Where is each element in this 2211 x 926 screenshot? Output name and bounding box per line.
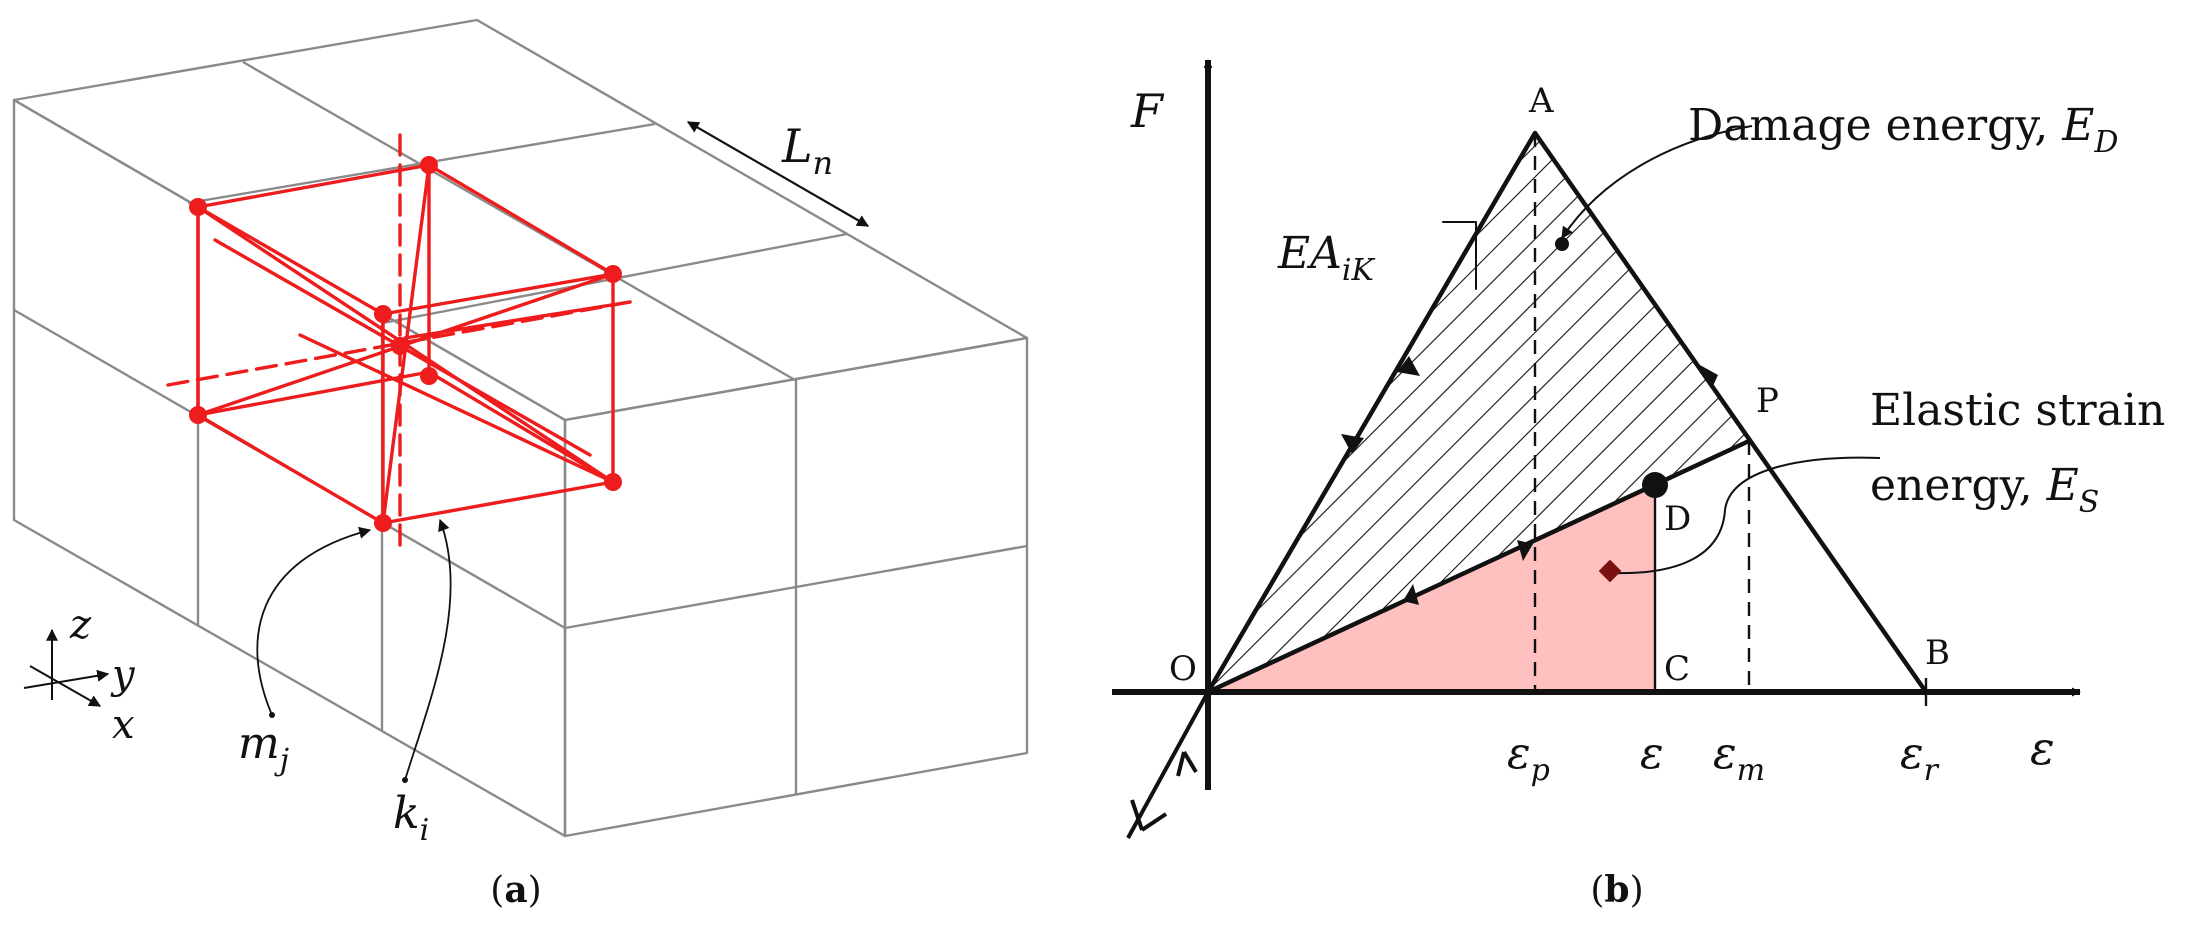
elastic-energy-label-line1: Elastic strain — [1870, 385, 2165, 436]
caption-a: (a) — [490, 869, 541, 911]
x-axis-label: x — [112, 702, 135, 748]
state-point-D — [1642, 472, 1668, 498]
dashed-axis-y — [166, 300, 632, 387]
arrow-OA-down — [1341, 434, 1364, 454]
force-axis-label: F — [1130, 84, 1165, 138]
panel-b: A P D O C B F ε εp ε εm εr EAiK Damage e… — [1112, 59, 2165, 911]
mass-node — [604, 265, 622, 283]
arrow-OA-up — [1397, 356, 1420, 376]
axis-extension-arrows — [1130, 750, 1198, 832]
strain-axis-label: ε — [2030, 721, 2055, 775]
y-axis-label: y — [110, 652, 136, 698]
length-label: Ln — [781, 119, 833, 182]
tick-eps: ε — [1640, 728, 1664, 779]
spring-label: ki — [393, 788, 429, 848]
z-axis-label: z — [69, 602, 92, 648]
mass-node — [420, 156, 438, 174]
y-axis-arrow — [23, 669, 110, 689]
damage-energy-label: Damage energy, ED — [1688, 100, 2118, 160]
point-D: D — [1664, 499, 1691, 539]
top-divider-1 — [242, 60, 796, 382]
elastic-leader-marker — [1598, 559, 1622, 583]
mass-label: mj — [238, 718, 289, 778]
tick-eps-r: εr — [1900, 728, 1940, 788]
cell-edge — [381, 272, 615, 316]
mass-node — [604, 473, 622, 491]
point-C: C — [1664, 649, 1690, 689]
length-arrow — [686, 121, 870, 227]
tick-eps-m: εm — [1713, 728, 1765, 788]
arrow-OP-up — [1517, 540, 1533, 561]
slope-label: EAiK — [1277, 228, 1376, 288]
guide-lines — [1533, 133, 1751, 692]
damage-leader — [1561, 125, 1753, 240]
tick-eps-p: εp — [1507, 728, 1550, 788]
coordinate-triad — [23, 628, 110, 707]
arrow-OP-down — [1403, 584, 1419, 605]
mass-leader-dot — [269, 712, 275, 718]
cell-edge — [196, 205, 385, 316]
panel-a: Ln — [12, 18, 1029, 911]
axis-extension — [1126, 691, 1210, 839]
point-P: P — [1756, 381, 1779, 421]
mass-node — [189, 406, 207, 424]
elastic-leader — [1611, 456, 1881, 575]
spring-leader — [404, 518, 452, 781]
front-face — [563, 336, 1029, 838]
mass-node — [374, 514, 392, 532]
arrow-AP-down — [1698, 364, 1718, 386]
mass-nodes — [189, 156, 622, 532]
point-B: B — [1925, 633, 1950, 673]
caption-b: (b) — [1590, 869, 1643, 911]
mass-node — [189, 198, 207, 216]
path-arrowheads — [1341, 356, 1718, 605]
mass-node — [420, 367, 438, 385]
mass-leader — [256, 526, 372, 716]
elastic-energy-label-line2: energy, ES — [1870, 460, 2099, 520]
slope-triangle — [1442, 221, 1477, 290]
x-axis-arrow — [29, 665, 102, 707]
damage-leader-dot — [1555, 237, 1569, 251]
point-O: O — [1169, 649, 1197, 689]
spring-leader-dot — [402, 777, 408, 783]
damage-energy-region — [1208, 133, 1749, 692]
mass-node — [374, 305, 392, 323]
point-A: A — [1528, 81, 1554, 121]
cell-diagonal — [298, 333, 615, 484]
mass-node — [391, 337, 409, 355]
